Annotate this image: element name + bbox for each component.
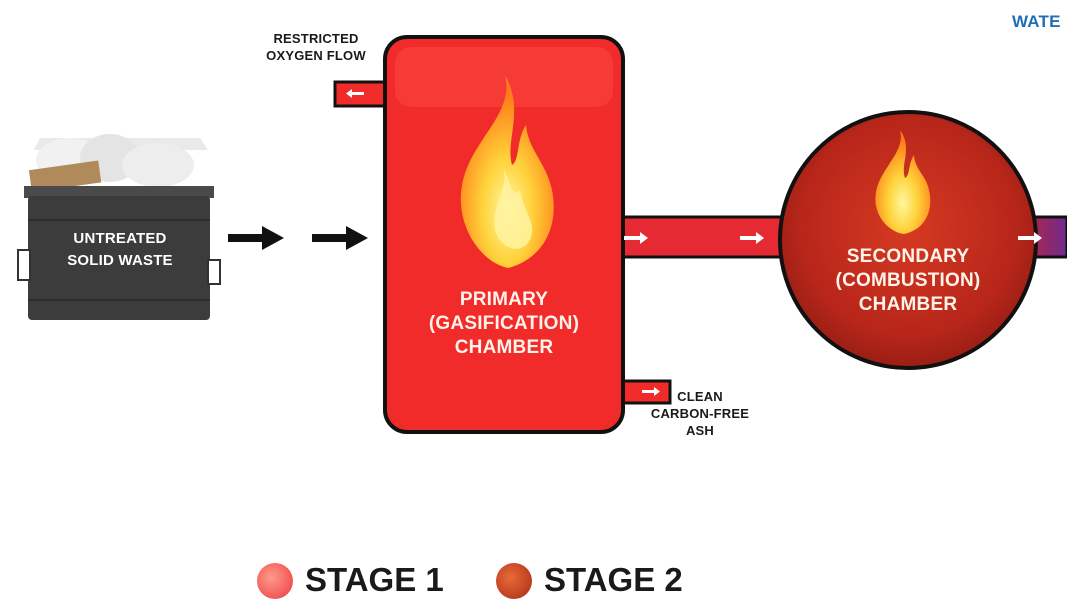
ash-label-line: ASH (685, 423, 715, 438)
trash-bag (122, 143, 194, 187)
solid-waste-label-line: UNTREATED (73, 230, 167, 247)
right-arrow-icon (624, 232, 648, 244)
right-arrow-icon (1018, 232, 1042, 244)
flame-icon (460, 75, 554, 268)
primary-chamber-label-line: CHAMBER (454, 337, 554, 358)
right-arrow-icon (740, 232, 764, 244)
primary-chamber-label-line: PRIMARY (459, 289, 549, 310)
dumpster-rim (24, 186, 214, 198)
primary-chamber-label-line: (GASIFICATION) (428, 313, 580, 334)
solid-waste-label-line: SOLID WASTE (67, 252, 173, 269)
secondary-chamber (778, 110, 1038, 370)
stage-1-label: STAGE 1 (305, 561, 444, 598)
left-arrow-icon (346, 89, 364, 98)
feed-arrow-icon (228, 226, 284, 250)
ash-label-line: CARBON-FREE (650, 406, 750, 421)
ash-label-line: CLEAN (677, 389, 723, 404)
primary-chamber-label: PRIMARY (GASIFICATION) CHAMBER (390, 288, 618, 360)
dumpster-body (28, 196, 210, 320)
secondary-chamber-label: SECONDARY (COMBUSTION) CHAMBER (800, 245, 1016, 317)
cardboard-box (28, 160, 102, 193)
oxygen-flow-label-line: OXYGEN FLOW (266, 48, 366, 63)
feed-arrow-icon (312, 226, 368, 250)
stage-2-label: STAGE 2 (544, 561, 683, 598)
dumpster-handle-left (17, 249, 31, 281)
oxygen-flow-label: RESTRICTED OXYGEN FLOW (246, 30, 386, 64)
secondary-chamber-label-line: (COMBUSTION) (835, 270, 981, 291)
dumpster-handle-right (207, 259, 221, 285)
secondary-chamber-label-line: SECONDARY (846, 246, 970, 267)
secondary-chamber-label-line: CHAMBER (858, 294, 958, 315)
primary-chamber-highlight (395, 47, 613, 107)
stage-2-dot (496, 563, 532, 599)
oxygen-flow-label-line: RESTRICTED (273, 31, 359, 46)
flame-icon (875, 130, 931, 234)
right-arrow-icon (642, 387, 660, 396)
stage-1-dot (257, 563, 293, 599)
corner-title-fragment: WATE (1012, 12, 1061, 31)
solid-waste-label: UNTREATED SOLID WASTE (38, 228, 202, 272)
dumpster-icon (17, 134, 221, 320)
ash-label: CLEAN CARBON-FREE ASH (640, 388, 760, 439)
